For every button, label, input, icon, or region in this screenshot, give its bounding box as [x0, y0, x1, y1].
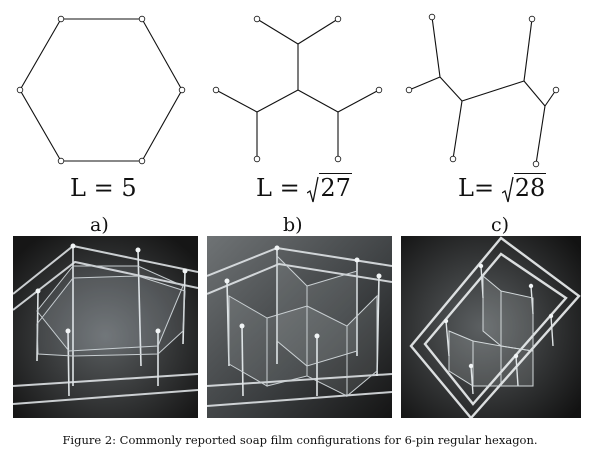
formula-prefix: L = [70, 174, 122, 202]
pin-marker [57, 157, 65, 165]
steiner-tree-diagram-b [212, 15, 383, 163]
hexagon-outline [19, 18, 183, 162]
pin-marker [532, 160, 540, 168]
panel-label-c: c) [491, 214, 510, 236]
formula-value: 27 [319, 173, 352, 202]
panel-label-a: a) [90, 214, 109, 236]
soap-film-photo-b [207, 236, 392, 418]
pin-marker [178, 86, 186, 94]
steiner-tree-diagram-c [405, 13, 560, 168]
figure-caption: Figure 2: Commonly reported soap film co… [62, 433, 538, 447]
pin-marker [334, 15, 342, 23]
pin-marker [253, 155, 261, 163]
soap-film-photo-a [13, 236, 198, 418]
square-root-icon [501, 176, 514, 202]
pin-marker [138, 15, 146, 23]
pin-marker [428, 13, 436, 21]
formula-prefix: L= [458, 174, 502, 202]
pin-marker [405, 86, 413, 94]
soap-film-photo-c [401, 236, 581, 418]
formula-value: 5 [121, 174, 137, 202]
length-formula-b: L = 27 [256, 173, 352, 204]
panel-label-b: b) [283, 214, 303, 236]
pin-marker [375, 86, 383, 94]
pin-marker [334, 155, 342, 163]
length-formula-c: L= 28 [458, 173, 547, 204]
pin-marker [449, 155, 457, 163]
pin-marker [253, 15, 261, 23]
formula-value: 28 [513, 173, 547, 202]
square-root-icon [307, 176, 319, 202]
pin-marker [528, 15, 536, 23]
pin-marker [138, 157, 146, 165]
pin-marker [16, 86, 24, 94]
pin-marker [57, 15, 65, 23]
length-formula-a: L = 5 [70, 174, 137, 202]
hexagon-perimeter-diagram [16, 15, 186, 165]
pin-marker [552, 86, 560, 94]
formula-prefix: L = [256, 174, 308, 202]
pin-marker [212, 86, 220, 94]
